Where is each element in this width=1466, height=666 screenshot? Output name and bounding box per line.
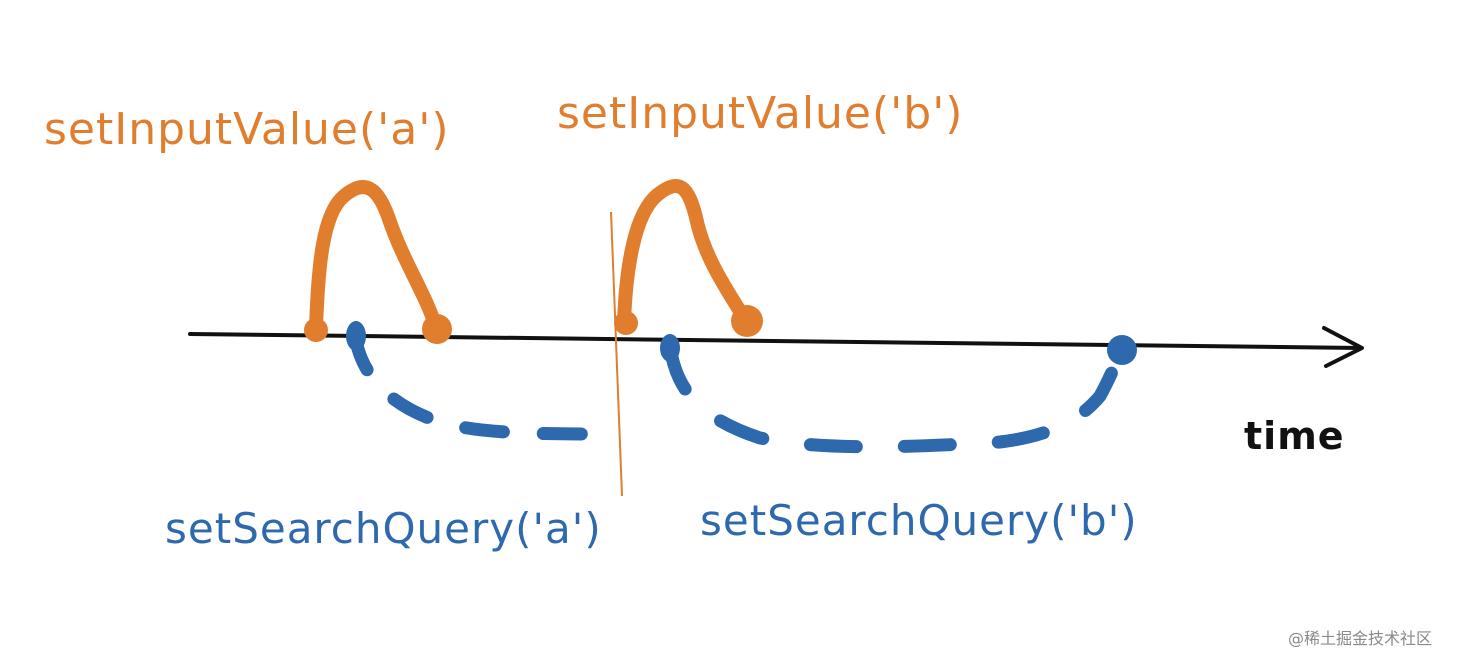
input-update-arc-b [617,179,751,329]
label-set-search-query-a: setSearchQuery('a') [165,504,602,553]
interrupt-line [610,211,623,497]
search-update-end-dot-b [1107,335,1137,365]
label-time: time [1244,414,1345,458]
time-axis [188,332,1362,350]
input-update-start-dot-b [614,311,638,335]
time-axis-arrowhead [1322,326,1364,368]
label-set-input-value-a: setInputValue('a') [44,104,450,155]
input-update-end-dot-b [731,305,763,337]
search-update-curve-b [663,339,1129,454]
input-update-arc-a [309,180,441,335]
search-update-dot-a [346,321,366,351]
watermark: @稀土掘金技术社区 [1288,629,1433,648]
input-update-end-dot-a [422,314,452,344]
label-set-search-query-b: setSearchQuery('b') [700,496,1138,545]
input-update-start-dot-a [304,318,328,342]
label-set-input-value-b: setInputValue('b') [557,88,964,139]
search-update-start-dot-b [660,334,680,362]
search-update-curve-a [348,327,619,441]
